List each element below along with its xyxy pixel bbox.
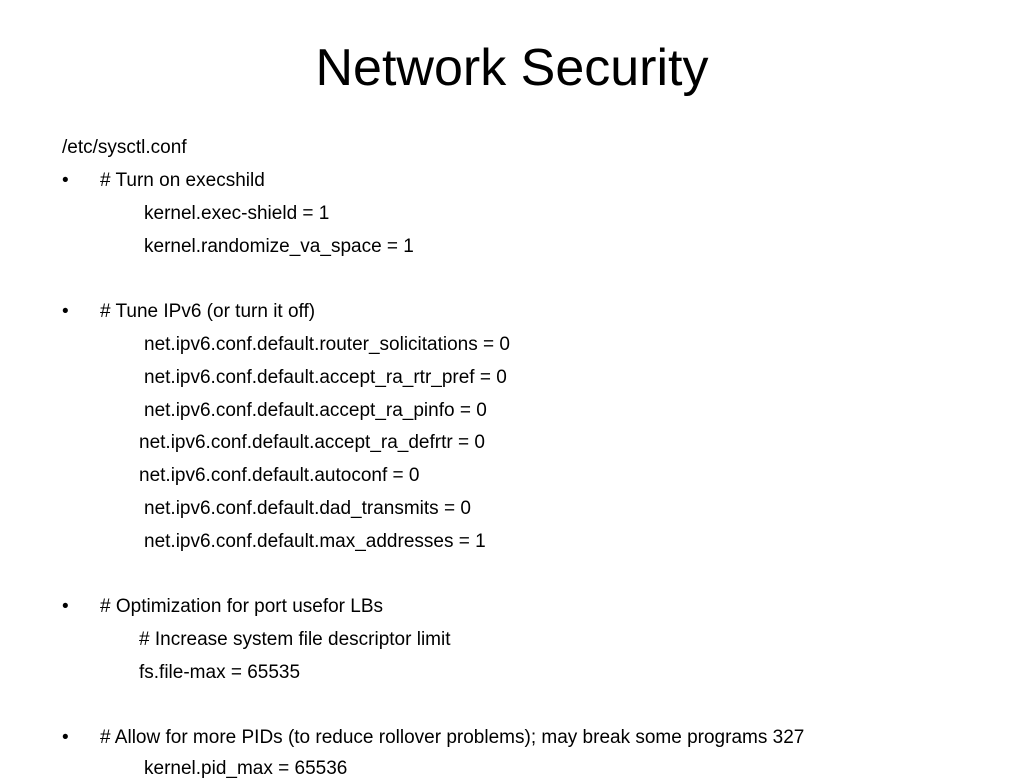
config-line: net.ipv6.conf.default.accept_ra_defrtr =… — [139, 432, 485, 453]
slide-title: Network Security — [315, 39, 709, 97]
config-line: net.ipv6.conf.default.accept_ra_rtr_pref… — [144, 367, 507, 388]
section-heading-pids: # Allow for more PIDs (to reduce rollove… — [100, 727, 805, 748]
bullet-marker: • — [62, 596, 69, 617]
config-comment: # Increase system file descriptor limit — [139, 629, 451, 650]
config-line: net.ipv6.conf.default.autoconf = 0 — [139, 465, 420, 486]
config-line: net.ipv6.conf.default.max_addresses = 1 — [144, 531, 486, 552]
config-line: fs.file-max = 65535 — [139, 662, 301, 683]
bullet-marker: • — [62, 727, 69, 748]
config-path: /etc/sysctl.conf — [62, 137, 187, 158]
config-line: kernel.randomize_va_space = 1 — [144, 236, 414, 257]
section-heading-ipv6: # Tune IPv6 (or turn it off) — [100, 301, 316, 322]
config-line: kernel.exec-shield = 1 — [144, 203, 330, 224]
config-line: net.ipv6.conf.default.accept_ra_pinfo = … — [144, 400, 487, 421]
config-line: net.ipv6.conf.default.dad_transmits = 0 — [144, 498, 471, 519]
config-line: kernel.pid_max = 65536 — [144, 758, 348, 779]
bullet-marker: • — [62, 170, 69, 191]
section-heading-lb-optimization: # Optimization for port usefor LBs — [100, 596, 384, 617]
section-heading-execshield: # Turn on execshild — [100, 170, 265, 191]
config-line: net.ipv6.conf.default.router_solicitatio… — [144, 334, 510, 355]
bullet-marker: • — [62, 301, 69, 322]
